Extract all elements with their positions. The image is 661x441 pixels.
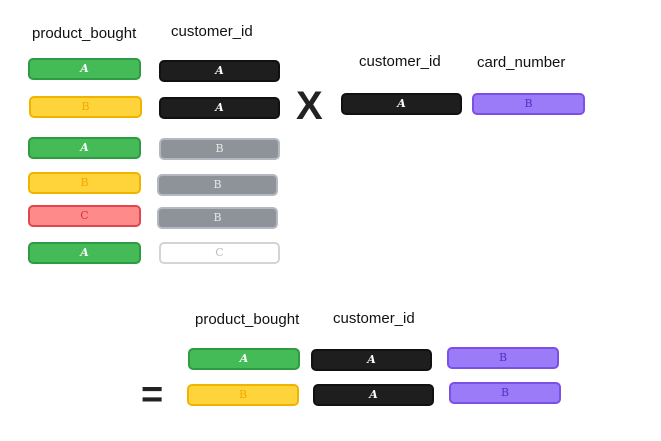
right-row-1-card: B (472, 93, 585, 115)
result-row-2-card: B (449, 382, 561, 404)
result-header-customer-id: customer_id (333, 310, 415, 327)
left-row-5-customer: B (157, 207, 278, 229)
right-header-customer-id: customer_id (359, 53, 441, 70)
equals-operator: = (141, 374, 164, 416)
left-header-product-bought: product_bought (32, 25, 137, 42)
left-row-4-customer: B (157, 174, 278, 196)
result-row-1-card: B (447, 347, 559, 369)
left-row-1-product: A (28, 58, 141, 80)
left-row-3-product: A (28, 137, 141, 159)
result-row-1-product: A (188, 348, 300, 370)
left-row-3-customer: B (159, 138, 280, 160)
left-header-customer-id: customer_id (171, 23, 253, 40)
left-row-6-product: A (28, 242, 141, 264)
left-row-5-product: C (28, 205, 141, 227)
right-header-card-number: card_number (477, 54, 566, 71)
left-row-1-customer: A (159, 60, 280, 82)
result-row-2-customer: A (313, 384, 434, 406)
right-row-1-customer: A (341, 93, 462, 115)
left-row-6-customer: C (159, 242, 280, 264)
left-row-4-product: B (28, 172, 141, 194)
result-row-2-product: B (187, 384, 299, 406)
left-row-2-product: B (29, 96, 142, 118)
left-row-2-customer: A (159, 97, 280, 119)
cross-operator: X (296, 84, 323, 128)
result-header-product-bought: product_bought (195, 311, 300, 328)
result-row-1-customer: A (311, 349, 432, 371)
